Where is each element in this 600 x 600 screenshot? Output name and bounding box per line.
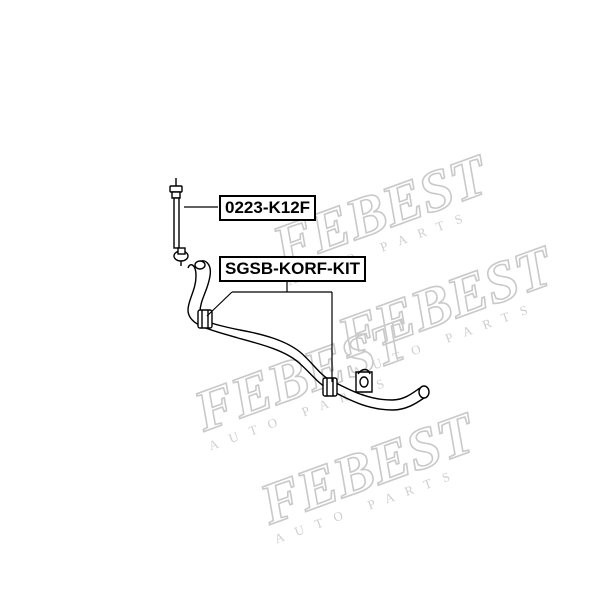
right-bushing [322,377,338,397]
stabilizer-bar [187,260,430,411]
loose-bushing [355,368,373,393]
part-label-bushing-kit: SGSB-KORF-KIT [219,256,367,282]
watermark: FEBEST AUTO PARTS FEBEST AUTO PARTS FEBE… [184,140,564,546]
stabilizer-link [169,178,189,266]
part-label-stabilizer-link: 0223-K12F [219,195,317,221]
